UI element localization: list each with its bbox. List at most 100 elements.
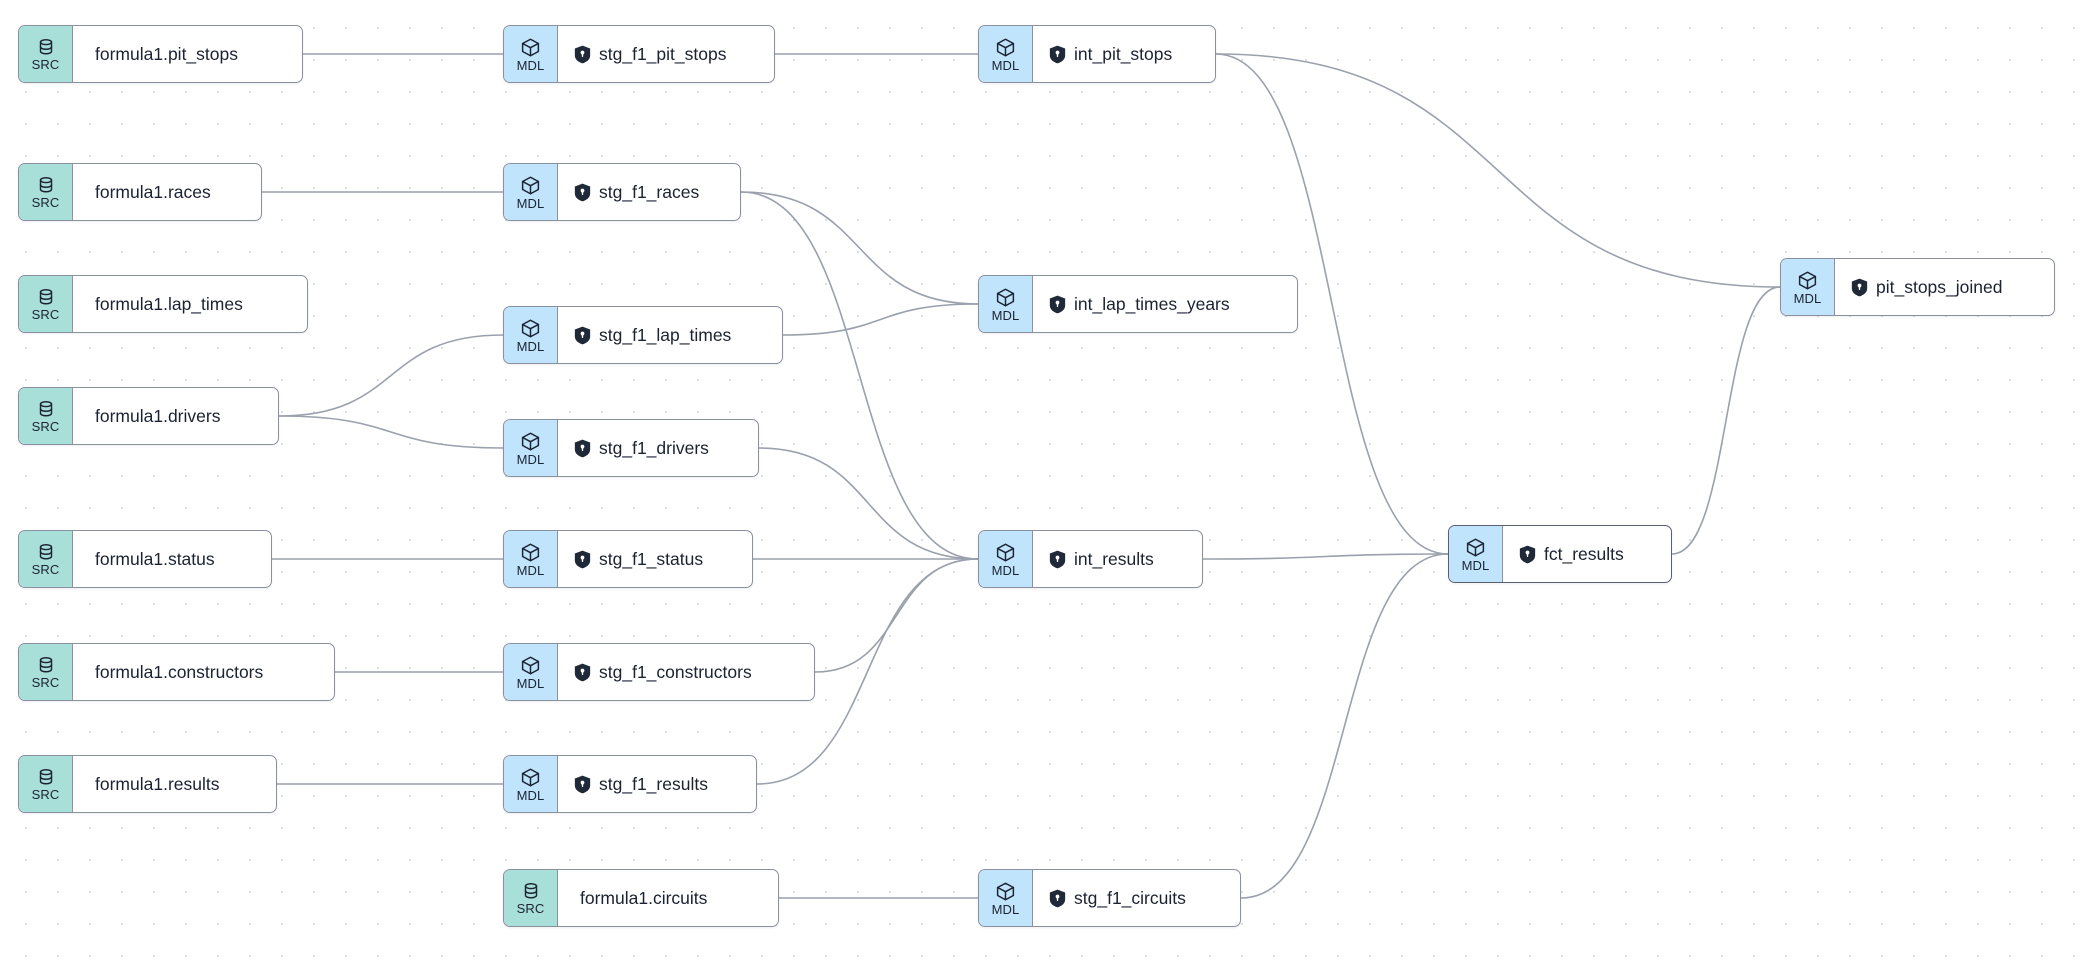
badge-label: MDL — [516, 57, 545, 73]
edge-stg_constructors-to-int_results — [814, 558, 979, 673]
node-label: formula1.circuits — [580, 887, 708, 908]
node-label: stg_f1_drivers — [599, 437, 709, 458]
cube-icon — [520, 542, 541, 563]
node-body: int_results — [1033, 531, 1202, 587]
graph-node-src_lap_times[interactable]: SRC formula1.lap_times — [18, 275, 308, 333]
database-icon — [36, 767, 56, 787]
shield-lock-icon — [574, 550, 591, 569]
node-body: formula1.drivers — [73, 388, 278, 444]
graph-node-int_lap_times_years[interactable]: MDL int_lap_times_years — [978, 275, 1298, 333]
graph-node-stg_results[interactable]: MDL stg_f1_results — [503, 755, 757, 813]
node-label: stg_f1_constructors — [599, 661, 752, 682]
model-badge: MDL — [979, 531, 1033, 587]
node-body: stg_f1_constructors — [558, 644, 814, 700]
node-body: stg_f1_drivers — [558, 420, 758, 476]
graph-node-stg_status[interactable]: MDL stg_f1_status — [503, 530, 753, 588]
node-body: stg_f1_circuits — [1033, 870, 1240, 926]
graph-node-pit_stops_joined[interactable]: MDL pit_stops_joined — [1780, 258, 2055, 316]
graph-node-stg_drivers[interactable]: MDL stg_f1_drivers — [503, 419, 759, 477]
node-body: stg_f1_pit_stops — [558, 26, 774, 82]
node-label: pit_stops_joined — [1876, 276, 2003, 297]
model-badge: MDL — [504, 164, 558, 220]
cube-icon — [1465, 537, 1486, 558]
node-body: formula1.results — [73, 756, 276, 812]
model-badge: MDL — [504, 531, 558, 587]
node-body: stg_f1_lap_times — [558, 307, 782, 363]
badge-label: MDL — [991, 57, 1020, 73]
model-badge: MDL — [504, 26, 558, 82]
database-icon — [36, 655, 56, 675]
shield-lock-icon — [1049, 889, 1066, 908]
cube-icon — [995, 542, 1016, 563]
edge-stg_races-to-int_results — [740, 191, 979, 560]
node-body: stg_f1_races — [558, 164, 740, 220]
edge-int_results-to-fct_results — [1202, 553, 1449, 560]
edge-stg_circuits-to-fct_results — [1240, 553, 1449, 899]
badge-label: MDL — [1793, 290, 1822, 306]
edge-int_pit_stops-to-pit_stops_joined — [1215, 53, 1781, 288]
model-badge: MDL — [979, 276, 1033, 332]
model-badge: MDL — [504, 307, 558, 363]
node-body: stg_f1_results — [558, 756, 756, 812]
model-badge: MDL — [1449, 526, 1503, 582]
node-body: fct_results — [1503, 526, 1671, 582]
graph-node-int_pit_stops[interactable]: MDL int_pit_stops — [978, 25, 1216, 83]
cube-icon — [520, 318, 541, 339]
badge-label: MDL — [516, 787, 545, 803]
badge-label: MDL — [516, 675, 545, 691]
shield-lock-icon — [1049, 295, 1066, 314]
node-label: stg_f1_status — [599, 548, 704, 569]
graph-node-stg_pit_stops[interactable]: MDL stg_f1_pit_stops — [503, 25, 775, 83]
graph-node-stg_constructors[interactable]: MDL stg_f1_constructors — [503, 643, 815, 701]
model-badge: MDL — [979, 26, 1033, 82]
badge-label: MDL — [516, 562, 545, 578]
database-icon — [36, 287, 56, 307]
source-badge: SRC — [19, 164, 73, 220]
edge-fct_results-to-pit_stops_joined — [1671, 286, 1781, 555]
source-badge: SRC — [19, 276, 73, 332]
model-badge: MDL — [504, 420, 558, 476]
node-body: formula1.races — [73, 164, 261, 220]
badge-label: SRC — [31, 307, 60, 322]
graph-node-fct_results[interactable]: MDL fct_results — [1448, 525, 1672, 583]
cube-icon — [520, 655, 541, 676]
model-badge: MDL — [504, 644, 558, 700]
node-label: stg_f1_circuits — [1074, 887, 1186, 908]
badge-label: SRC — [31, 787, 60, 802]
shield-lock-icon — [574, 326, 591, 345]
node-label: int_lap_times_years — [1074, 293, 1230, 314]
node-label: int_pit_stops — [1074, 43, 1173, 64]
shield-lock-icon — [574, 663, 591, 682]
node-label: stg_f1_results — [599, 773, 708, 794]
edge-src_drivers-to-stg_drivers — [278, 415, 504, 449]
badge-label: MDL — [991, 562, 1020, 578]
graph-node-src_results[interactable]: SRC formula1.results — [18, 755, 277, 813]
node-body: formula1.lap_times — [73, 276, 307, 332]
node-label: fct_results — [1544, 543, 1624, 564]
cube-icon — [520, 37, 541, 58]
edge-stg_races-to-int_lap_times_years — [740, 191, 979, 305]
node-body: int_lap_times_years — [1033, 276, 1297, 332]
node-body: pit_stops_joined — [1835, 259, 2054, 315]
node-body: stg_f1_status — [558, 531, 752, 587]
node-label: formula1.constructors — [95, 661, 264, 682]
database-icon — [521, 881, 541, 901]
graph-node-stg_lap_times[interactable]: MDL stg_f1_lap_times — [503, 306, 783, 364]
shield-lock-icon — [574, 439, 591, 458]
edge-src_drivers-to-stg_lap_times — [278, 334, 504, 417]
node-label: stg_f1_lap_times — [599, 324, 732, 345]
model-badge: MDL — [1781, 259, 1835, 315]
badge-label: SRC — [31, 57, 60, 72]
shield-lock-icon — [1851, 278, 1868, 297]
graph-node-int_results[interactable]: MDL int_results — [978, 530, 1203, 588]
